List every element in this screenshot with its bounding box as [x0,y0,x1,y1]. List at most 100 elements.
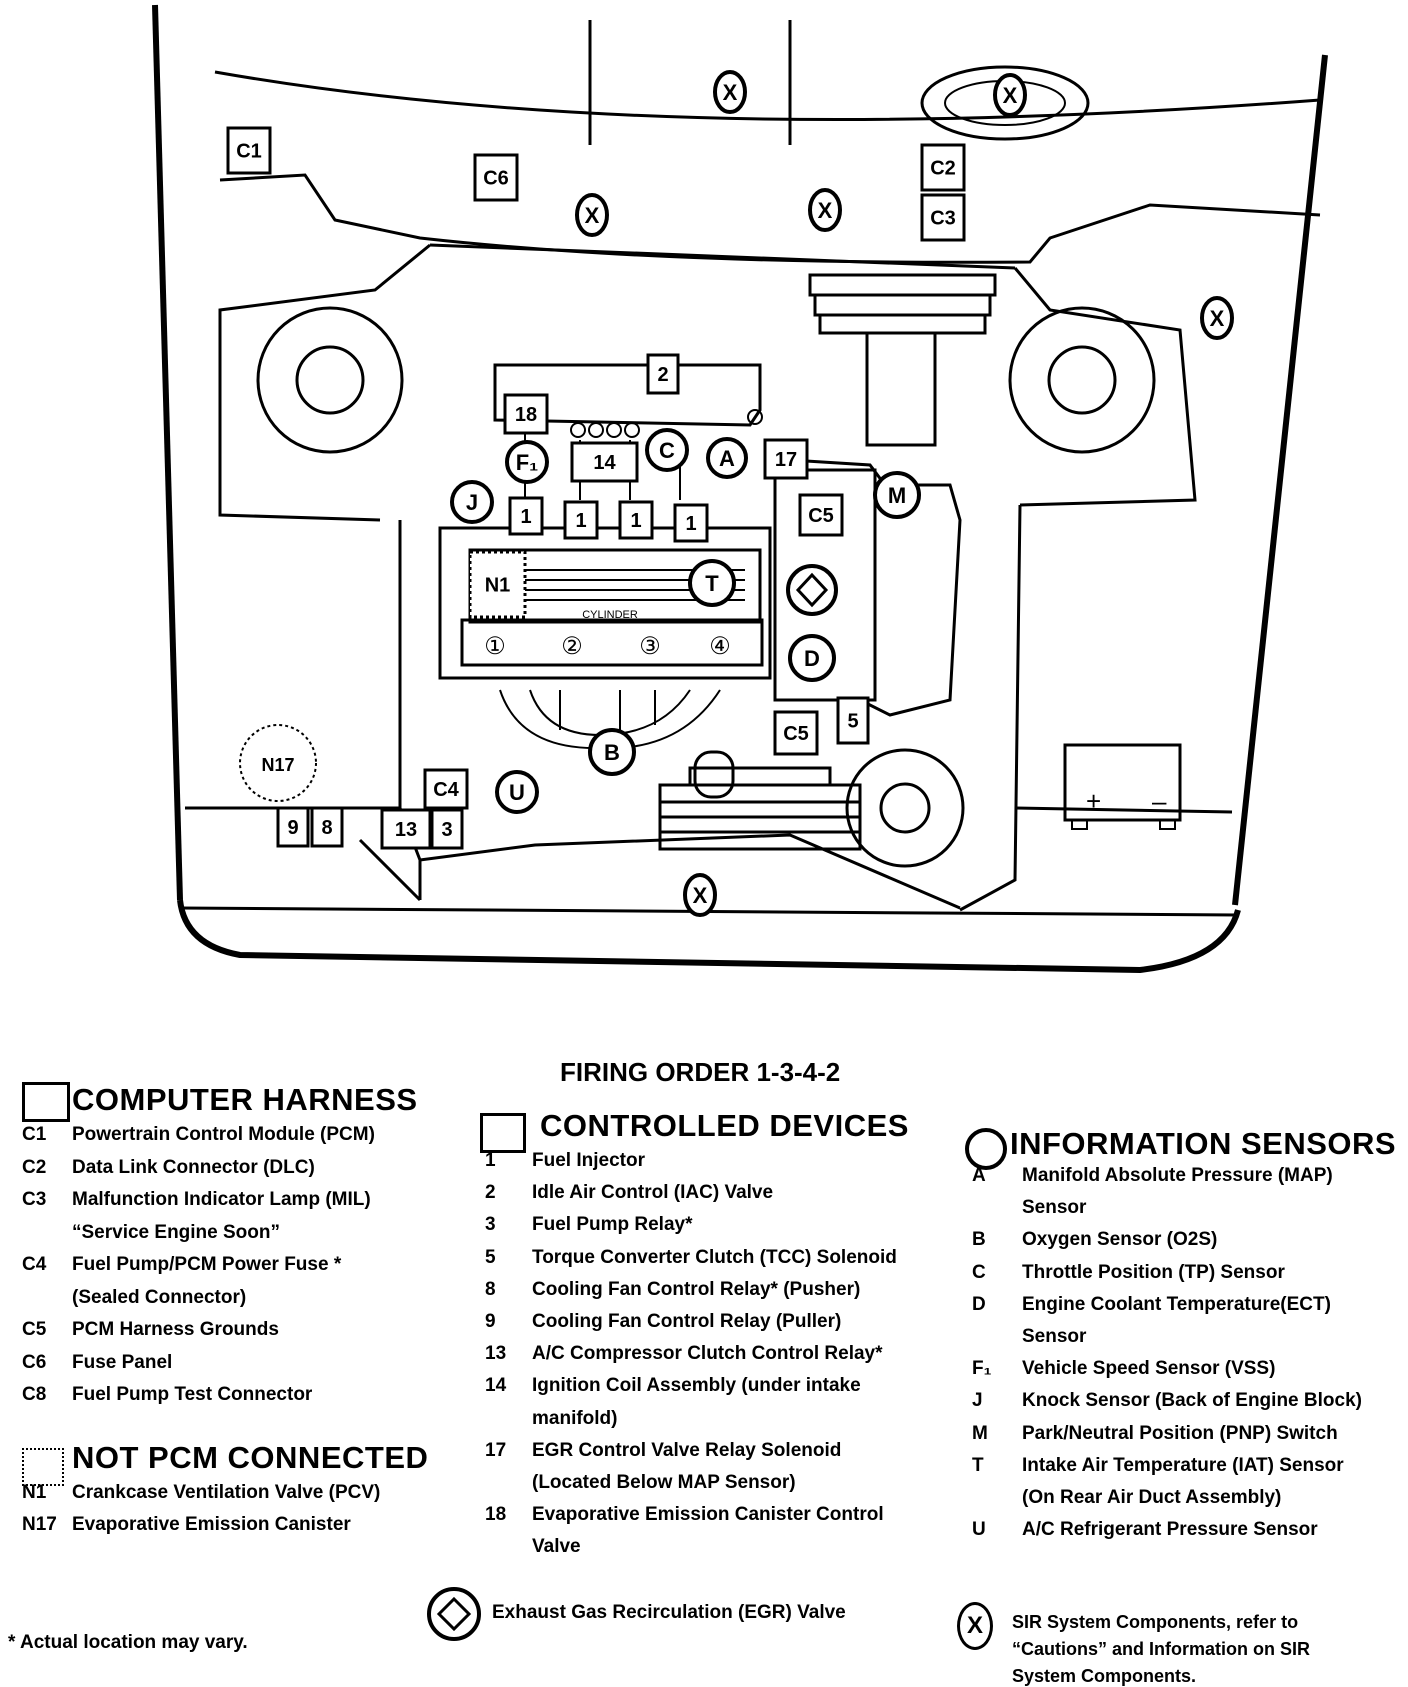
egr-legend-icon [427,1587,481,1641]
device-box-17: 17 [763,438,809,480]
sensor-item-desc: Engine Coolant Temperature(ECT) [1022,1293,1331,1315]
svg-text:5: 5 [847,711,858,733]
vehicle-body-outline [152,4,1328,974]
plenum-text: CYLINDER [582,609,638,621]
not-pcm-item-code: N17 [22,1514,57,1535]
sir-legend-line: System Components. [1012,1666,1197,1686]
sensor-item-code: T [972,1454,984,1476]
harness-box-c3: C3 [920,193,966,242]
harness-box-c6: C6 [473,153,519,202]
sensor-item-code: U [972,1519,986,1541]
svg-text:C1: C1 [236,141,262,163]
svg-text:13: 13 [395,819,417,841]
exhaust-converter [658,750,862,851]
device-item-code: 3 [485,1214,496,1236]
sir-marker-1: X [713,70,747,114]
svg-text:X: X [693,883,708,908]
harness-item-desc: “Service Engine Soon” [72,1221,280,1243]
harness-item-desc: Powertrain Control Module (PCM) [72,1124,375,1145]
not-pcm-box-n1: N1 [468,550,527,619]
svg-text:X: X [1003,83,1018,108]
harness-item-desc: Data Link Connector (DLC) [72,1156,315,1178]
cylinder-number-2: ② [561,633,583,660]
not-pcm-item-desc: Crankcase Ventilation Valve (PCV) [72,1482,381,1503]
svg-text:U: U [509,780,525,805]
svg-text:14: 14 [593,452,616,474]
svg-text:X: X [585,203,600,228]
device-box-1: 1 [618,500,654,540]
device-item-desc: Torque Converter Clutch (TCC) Solenoid [532,1246,897,1268]
device-box-9: 9 [276,806,310,848]
harness-item-desc: Malfunction Indicator Lamp (MIL) [72,1189,371,1210]
sensor-circle-0: C [645,428,689,472]
sensor-item-desc: Sensor [1022,1326,1087,1347]
sir-marker-4: X [808,188,842,232]
harness-box-c5: C5 [798,493,844,537]
device-item-desc: Fuel Injector [532,1150,645,1171]
sensor-item-desc: Park/Neutral Position (PNP) Switch [1022,1422,1338,1444]
sensor-item-code: D [972,1293,986,1315]
device-item-code: 18 [485,1504,507,1526]
cylinder-number-3: ③ [639,633,661,660]
sensor-item-desc: Intake Air Temperature (IAT) Sensor [1022,1454,1344,1476]
not-pcm-item-code: N1 [22,1482,47,1503]
svg-text:T: T [705,571,719,596]
sensor-item-code: C [972,1261,986,1283]
svg-text:A: A [719,446,735,471]
device-box-1: 1 [563,500,599,540]
device-box-8: 8 [310,806,344,848]
harness-item-desc: Fuse Panel [72,1351,173,1373]
svg-text:3: 3 [441,819,452,841]
svg-text:X: X [723,80,738,105]
device-item-desc: Ignition Coil Assembly (under intake [532,1375,861,1397]
harness-item-desc: Fuel Pump Test Connector [72,1384,313,1405]
svg-text:2: 2 [657,364,668,386]
harness-item-code: C1 [22,1124,47,1145]
device-item-code: 5 [485,1246,496,1268]
not-pcm-circle-n17: N17 [239,724,317,802]
harness-box-c2: C2 [920,143,966,192]
harness-item-desc: (Sealed Connector) [72,1286,247,1308]
device-item-desc: EGR Control Valve Relay Solenoid [532,1439,842,1461]
sensor-circle-3: J [450,480,494,524]
battery-plus: + [1086,786,1101,816]
sensor-item-desc: Sensor [1022,1197,1087,1219]
harness-item-code: C2 [22,1156,47,1178]
svg-text:X: X [818,198,833,223]
svg-text:1: 1 [685,513,696,535]
sensor-item-desc: Knock Sensor (Back of Engine Block) [1022,1390,1362,1412]
sir-markers: X X X X X X [575,70,1234,917]
sensor-circle-1: A [706,437,748,479]
sensor-circle-5: T [688,559,736,607]
svg-text:X: X [1210,306,1225,331]
devices-legend-icon [480,1113,526,1153]
sensor-item-code: F₁ [972,1358,992,1380]
svg-text:F₁: F₁ [516,450,539,475]
device-box-1: 1 [673,503,709,543]
sir-legend-icon: X [957,1602,993,1650]
battery: + – [1063,743,1182,830]
harness-item-code: C3 [22,1189,47,1210]
harness-item-code: C8 [22,1384,47,1405]
sir-marker-3: X [575,193,609,237]
sensors-legend-icon [965,1128,1007,1170]
harness-box-c5: C5 [773,710,819,756]
device-box-14: 14 [570,441,639,483]
device-item-code: 9 [485,1311,496,1332]
sensor-item-desc: (On Rear Air Duct Assembly) [1022,1487,1282,1508]
device-item-code: 13 [485,1343,507,1365]
device-item-code: 8 [485,1278,496,1300]
cylinder-number-1: ① [484,633,506,660]
svg-text:C6: C6 [483,168,509,190]
harness-item-desc: PCM Harness Grounds [72,1319,279,1340]
svg-text:J: J [466,490,478,515]
device-item-desc: (Located Below MAP Sensor) [532,1472,796,1493]
firing-order: FIRING ORDER 1-3-4-2 [560,1057,841,1087]
sensor-circle-4: M [873,471,921,519]
air-intake-duct [789,273,997,717]
computer-harness-title: COMPUTER HARNESS [72,1082,418,1117]
